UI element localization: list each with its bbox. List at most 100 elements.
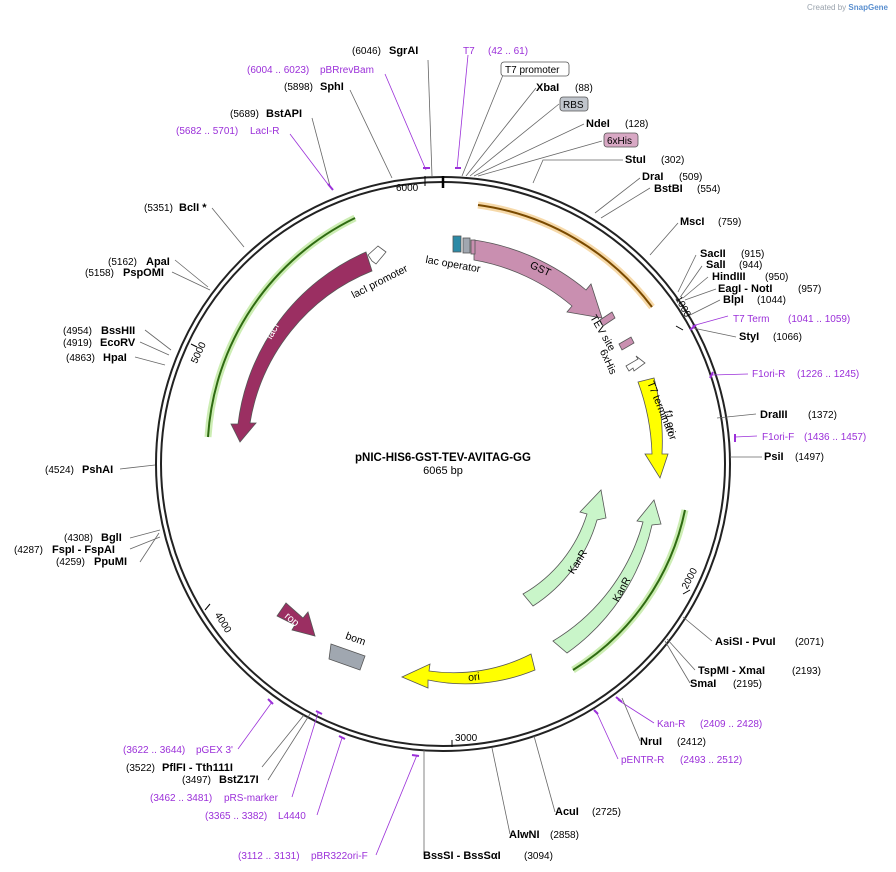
site-sacii[interactable]: SacII — [700, 248, 726, 260]
site-msci[interactable]: MscI — [680, 216, 704, 228]
site-bgli[interactable]: BglI — [101, 532, 122, 544]
site-stui[interactable]: StuI — [625, 154, 646, 166]
site-pos-apai: (5162) — [108, 257, 137, 268]
site-sali[interactable]: SalI — [706, 259, 726, 271]
feature-laci[interactable] — [230, 251, 373, 443]
feature-rbs-block — [470, 239, 476, 255]
feature-bom[interactable] — [328, 643, 366, 671]
site-pos-hindiii: (950) — [765, 272, 788, 283]
site-bstapi[interactable]: BstAPI — [266, 108, 302, 120]
site-blpi[interactable]: BlpI — [723, 294, 744, 306]
site-pos-bsshii: (4954) — [63, 326, 92, 337]
primer-t7[interactable]: T7 — [463, 46, 475, 57]
primer-f1ori-r-range: (1226 .. 1245) — [797, 369, 859, 380]
site-smai[interactable]: SmaI — [690, 678, 716, 690]
primer-laci-r[interactable]: LacI-R — [250, 126, 279, 137]
primer-pbr322ori-f[interactable]: pBR322ori-F — [311, 851, 368, 862]
feature-ori[interactable] — [401, 653, 536, 689]
rbs-label: RBS — [563, 100, 584, 111]
site-pos-sgrai: (6046) — [352, 46, 381, 57]
site-sphi[interactable]: SphI — [320, 81, 344, 93]
site-asisi-pvui[interactable]: AsiSI - PvuI — [715, 636, 776, 648]
site-ppumi[interactable]: PpuMI — [94, 556, 127, 568]
tick-3000: 3000 — [455, 733, 478, 744]
boxed-labels: T7 promoter RBS 6xHis — [500, 61, 639, 148]
feature-kanr-inner[interactable] — [522, 489, 607, 607]
primer-f1ori-r[interactable]: F1ori-R — [752, 369, 785, 380]
site-pspomi[interactable]: PspOMI — [123, 267, 164, 279]
feature-label-6xhis: 6xHis — [597, 348, 619, 377]
primer-pbr322ori-f-range: (3112 .. 3131) — [238, 851, 300, 862]
site-nrui[interactable]: NruI — [640, 736, 662, 748]
primer-kan-r-range: (2409 .. 2428) — [700, 719, 762, 730]
plasmid-length: 6065 bp — [423, 465, 463, 477]
site-pos-sacii: (915) — [741, 249, 764, 260]
features — [230, 235, 669, 689]
primer-prs-marker[interactable]: pRS-marker — [224, 793, 279, 804]
site-pos-draiii: (1372) — [808, 410, 837, 421]
t7-promoter-label: T7 promoter — [505, 65, 560, 76]
primer-t7-term[interactable]: T7 Term — [733, 314, 770, 325]
6xhis-box — [603, 132, 639, 148]
site-alwni[interactable]: AlwNI — [509, 829, 540, 841]
feature-gst[interactable] — [473, 239, 603, 319]
plasmid-name: pNIC-HIS6-GST-TEV-AVITAG-GG — [355, 452, 531, 464]
leader-lines — [119, 54, 762, 856]
orf-arc-green-left — [207, 217, 356, 438]
primer-pgex3[interactable]: pGEX 3' — [196, 745, 233, 756]
site-bstbi[interactable]: BstBI — [654, 183, 683, 195]
site-pos-tspmi-xmai: (2193) — [792, 666, 821, 677]
site-hpai[interactable]: HpaI — [103, 352, 127, 364]
primer-l4440[interactable]: L4440 — [278, 811, 306, 822]
site-pos-alwni: (2858) — [550, 830, 579, 841]
site-xbai[interactable]: XbaI — [536, 82, 559, 94]
site-pos-ndei: (128) — [625, 119, 648, 130]
primer-pentr-r[interactable]: pENTR-R — [621, 755, 664, 766]
site-pos-pspomi: (5158) — [85, 268, 114, 279]
tick-5000: 5000 — [189, 340, 209, 365]
site-sgrai[interactable]: SgrAI — [389, 45, 418, 57]
primer-pgex3-range: (3622 .. 3644) — [123, 745, 185, 756]
feature-label-lac-operator: lac operator — [425, 254, 482, 276]
snapgene-credit: Created by SnapGene — [807, 3, 888, 12]
rbs-box — [559, 96, 589, 112]
site-pos-bgli: (4308) — [64, 533, 93, 544]
site-pos-xbai: (88) — [575, 83, 593, 94]
primer-kan-r[interactable]: Kan-R — [657, 719, 685, 730]
site-eagi-noti[interactable]: EagI - NotI — [718, 283, 772, 295]
site-pos-asisi-pvui: (2071) — [795, 637, 824, 648]
feature-rop[interactable] — [276, 602, 316, 637]
site-bstz17i[interactable]: BstZ17I — [219, 774, 259, 786]
site-pos-sphi: (5898) — [284, 82, 313, 93]
primer-f1ori-f[interactable]: F1ori-F — [762, 432, 794, 443]
site-pos-fspi: (4287) — [14, 545, 43, 556]
site-acui[interactable]: AcuI — [555, 806, 579, 818]
primer-prs-marker-range: (3462 .. 3481) — [150, 793, 212, 804]
site-pos-hpai: (4863) — [66, 353, 95, 364]
feature-kanr-outer[interactable] — [552, 499, 662, 654]
site-tspmi-xmai[interactable]: TspMI - XmaI — [698, 665, 765, 677]
site-drai[interactable]: DraI — [642, 171, 663, 183]
site-styi[interactable]: StyI — [739, 331, 759, 343]
site-pshai[interactable]: PshAI — [82, 464, 113, 476]
feature-lac-operator-block2 — [462, 237, 471, 254]
site-pos-acui: (2725) — [592, 807, 621, 818]
primer-pentr-r-range: (2493 .. 2512) — [680, 755, 742, 766]
site-ndei[interactable]: NdeI — [586, 118, 610, 130]
site-bcli[interactable]: BclI * — [179, 202, 207, 214]
site-hindiii[interactable]: HindIII — [712, 271, 746, 283]
site-fspi-fspai[interactable]: FspI - FspAI — [52, 544, 115, 556]
credit-brand: SnapGene — [848, 3, 888, 12]
site-ecorv[interactable]: EcoRV — [100, 337, 136, 349]
site-bsshii[interactable]: BssHII — [101, 325, 135, 337]
primer-pbrrevbam[interactable]: pBRrevBam — [320, 65, 374, 76]
credit-prefix: Created by — [807, 3, 847, 12]
feature-f1-ori[interactable] — [637, 377, 669, 479]
site-apai[interactable]: ApaI — [146, 256, 170, 268]
site-bsssi[interactable]: BssSI - BssSαI — [423, 850, 501, 862]
site-pos-ecorv: (4919) — [63, 338, 92, 349]
primer-marks — [267, 167, 736, 757]
site-draiii[interactable]: DraIII — [760, 409, 788, 421]
site-pflfi-tth111i[interactable]: PflFI - Tth111I — [162, 762, 233, 774]
site-psii[interactable]: PsiI — [764, 451, 784, 463]
